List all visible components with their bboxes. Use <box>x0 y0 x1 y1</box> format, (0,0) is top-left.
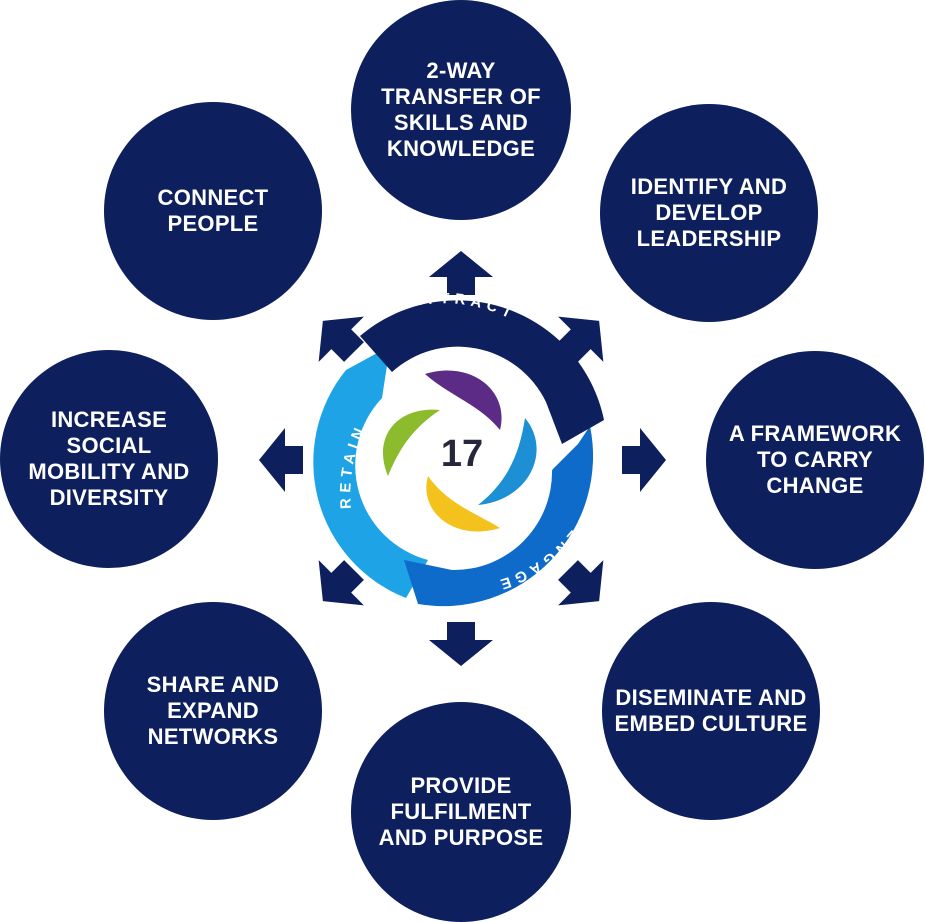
bubble-skills-transfer: 2-WAY TRANSFER OF SKILLS AND KNOWLEDGE <box>351 0 571 220</box>
bubble-networks: SHARE AND EXPAND NETWORKS <box>104 602 322 820</box>
bubble-culture-label: DISEMINATE AND EMBED CULTURE <box>614 685 808 736</box>
engage-segment <box>404 426 594 607</box>
petal-green-icon <box>383 409 440 476</box>
bubble-connect-people: CONNECT PEOPLE <box>104 102 322 320</box>
arrow-left-icon <box>259 428 303 492</box>
bubble-fulfilment-label: PROVIDE FULFILMENT AND PURPOSE <box>378 773 544 850</box>
bubble-networks-label: SHARE AND EXPAND NETWORKS <box>146 672 280 749</box>
bubble-culture: DISEMINATE AND EMBED CULTURE <box>602 602 820 820</box>
bubble-social-mobility-label: INCREASE SOCIAL MOBILITY AND DIVERSITY <box>28 407 190 510</box>
bubble-social-mobility: INCREASE SOCIAL MOBILITY AND DIVERSITY <box>0 350 218 568</box>
bubble-connect-people-label: CONNECT PEOPLE <box>157 185 269 236</box>
bubble-skills-transfer-label: 2-WAY TRANSFER OF SKILLS AND KNOWLEDGE <box>381 58 541 161</box>
bubble-fulfilment: PROVIDE FULFILMENT AND PURPOSE <box>351 702 571 922</box>
arrow-up-icon <box>429 251 493 295</box>
logo-backdrop <box>370 360 554 544</box>
bubble-leadership-label: IDENTIFY AND DEVELOP LEADERSHIP <box>630 174 788 251</box>
bubble-framework: A FRAMEWORK TO CARRY CHANGE <box>706 351 924 569</box>
attract-segment <box>360 300 604 444</box>
petal-yellow-icon <box>426 476 500 532</box>
arrow-right-icon <box>622 428 666 492</box>
petal-purple-icon <box>425 370 502 430</box>
bubble-framework-label: A FRAMEWORK TO CARRY CHANGE <box>728 421 902 498</box>
retain-segment <box>313 346 428 598</box>
arrow-down-right-icon <box>558 560 604 606</box>
center-number: 17 <box>441 433 483 475</box>
bubble-leadership: IDENTIFY AND DEVELOP LEADERSHIP <box>600 104 818 322</box>
arrow-down-icon <box>429 622 493 666</box>
petal-logo: 17 <box>370 360 554 544</box>
petal-blue-icon <box>478 418 537 505</box>
cycle-ring <box>313 300 604 607</box>
